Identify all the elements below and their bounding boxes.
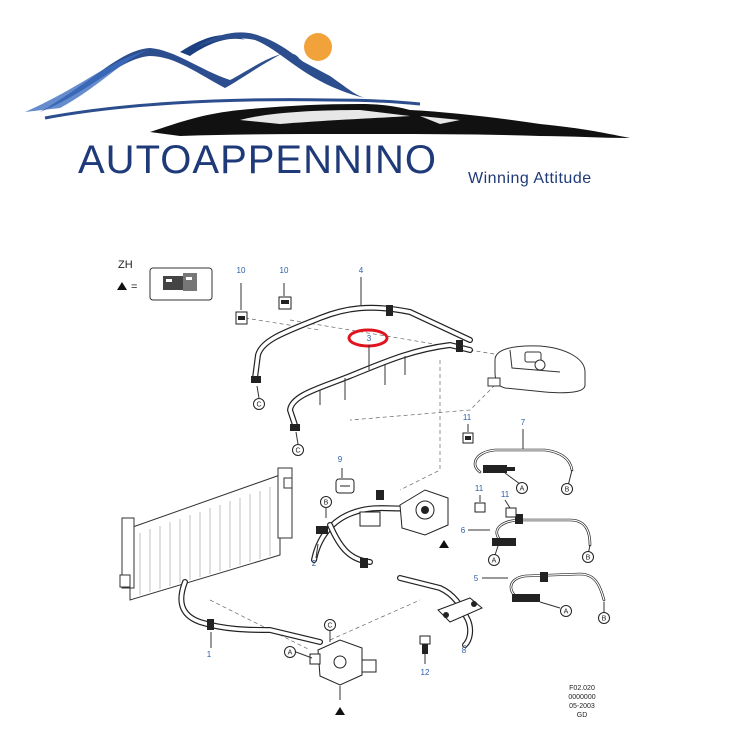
callout-6: 6	[461, 526, 466, 535]
connector-tag-c: C	[292, 431, 304, 456]
reference-line-4: GD	[577, 712, 588, 719]
pipe-8-flange	[437, 597, 483, 623]
coolant-outlet-housing	[309, 630, 377, 700]
connector-tag-a: A	[488, 554, 500, 566]
svg-text:C: C	[327, 623, 332, 630]
tool-triangle-icon	[439, 540, 449, 548]
callout-10-left: 10	[237, 266, 246, 275]
callout-7: 7	[521, 418, 526, 427]
road-line	[44, 98, 421, 120]
leader-line	[329, 599, 421, 641]
brand-tagline: Winning Attitude	[468, 170, 592, 187]
connector-tag-b: B	[598, 602, 610, 624]
expansion-tank	[487, 345, 586, 394]
svg-text:B: B	[565, 487, 570, 494]
bracket-10-left	[235, 283, 248, 325]
hose-clamp	[376, 490, 384, 500]
svg-text:A: A	[492, 558, 497, 565]
thermostat-housing	[359, 489, 449, 536]
svg-text:C: C	[295, 448, 300, 455]
connector-tag-c: C	[253, 385, 265, 410]
legend-equals: =	[131, 281, 137, 293]
leader-line	[349, 379, 501, 421]
callout-11-c: 11	[501, 490, 510, 499]
quick-connector	[492, 538, 516, 546]
clip-11-a	[462, 424, 474, 444]
mountain-front	[25, 50, 148, 112]
reference-line-2: 0000000	[568, 694, 595, 701]
callout-3: 3	[367, 334, 372, 343]
hose-clamp	[540, 572, 548, 582]
brand-logo	[25, 32, 630, 138]
clamp-9	[335, 468, 355, 494]
hose-4	[252, 304, 473, 381]
callout-4: 4	[359, 266, 364, 275]
svg-text:A: A	[520, 486, 525, 493]
radiator	[119, 467, 293, 601]
callout-2: 2	[312, 559, 317, 568]
leader-line	[399, 360, 441, 491]
svg-text:B: B	[324, 500, 329, 507]
hose-clamp	[316, 526, 328, 534]
callout-11-a: 11	[463, 413, 472, 422]
connector-tag-b: B	[320, 496, 332, 518]
mountain-ridge	[180, 35, 245, 56]
hose-clamp	[290, 424, 300, 431]
legend-code: ZH	[118, 259, 133, 271]
leader-line	[209, 599, 311, 651]
mountain-ridge-2	[195, 32, 340, 90]
quick-connector	[483, 465, 515, 473]
brand-name: AUTOAPPENNINO	[78, 138, 437, 182]
hose-clamp	[360, 558, 368, 568]
car-window-2	[420, 116, 460, 124]
hose-clamp	[386, 305, 393, 316]
reference-line-1: F02.020	[569, 685, 595, 692]
pipe-3	[287, 342, 473, 428]
connector-tag-a: A	[284, 646, 313, 659]
callout-12: 12	[421, 668, 430, 677]
svg-text:C: C	[256, 402, 261, 409]
bracket-10-right	[278, 283, 292, 310]
callout-1: 1	[207, 650, 212, 659]
svg-text:B: B	[586, 555, 591, 562]
connector-tag-c: C	[324, 619, 336, 631]
car-window	[240, 110, 410, 124]
leader-line	[244, 317, 321, 331]
hose-clamp	[456, 340, 463, 352]
quick-connector	[512, 594, 540, 602]
hose-1	[178, 579, 323, 645]
legend-triangle-icon	[117, 282, 127, 290]
connector-tag-a: A	[560, 605, 572, 617]
callout-10-right: 10	[280, 266, 289, 275]
highlight-circle	[347, 328, 389, 348]
hose-clamp	[251, 376, 261, 383]
sun-icon	[304, 33, 332, 61]
reference-line-3: 05-2003	[569, 703, 595, 710]
legend-tool-icon	[163, 273, 197, 291]
hose-clamp	[207, 619, 214, 630]
clip-11-b	[474, 495, 486, 513]
callout-8: 8	[462, 646, 467, 655]
svg-text:A: A	[288, 650, 293, 657]
callout-5: 5	[474, 574, 479, 583]
svg-text:B: B	[602, 616, 607, 623]
connector-tag-b: B	[561, 483, 573, 495]
hose-clamp	[515, 514, 523, 524]
clip-11-c	[504, 499, 517, 518]
callout-11-b: 11	[475, 484, 484, 493]
connector-tag-a: A	[516, 482, 528, 494]
tool-triangle-icon	[335, 707, 345, 715]
car-silhouette	[150, 104, 630, 138]
connector-tag-b: B	[582, 551, 594, 563]
svg-text:A: A	[564, 609, 569, 616]
callout-9: 9	[338, 455, 343, 464]
sensor-12	[419, 635, 431, 664]
